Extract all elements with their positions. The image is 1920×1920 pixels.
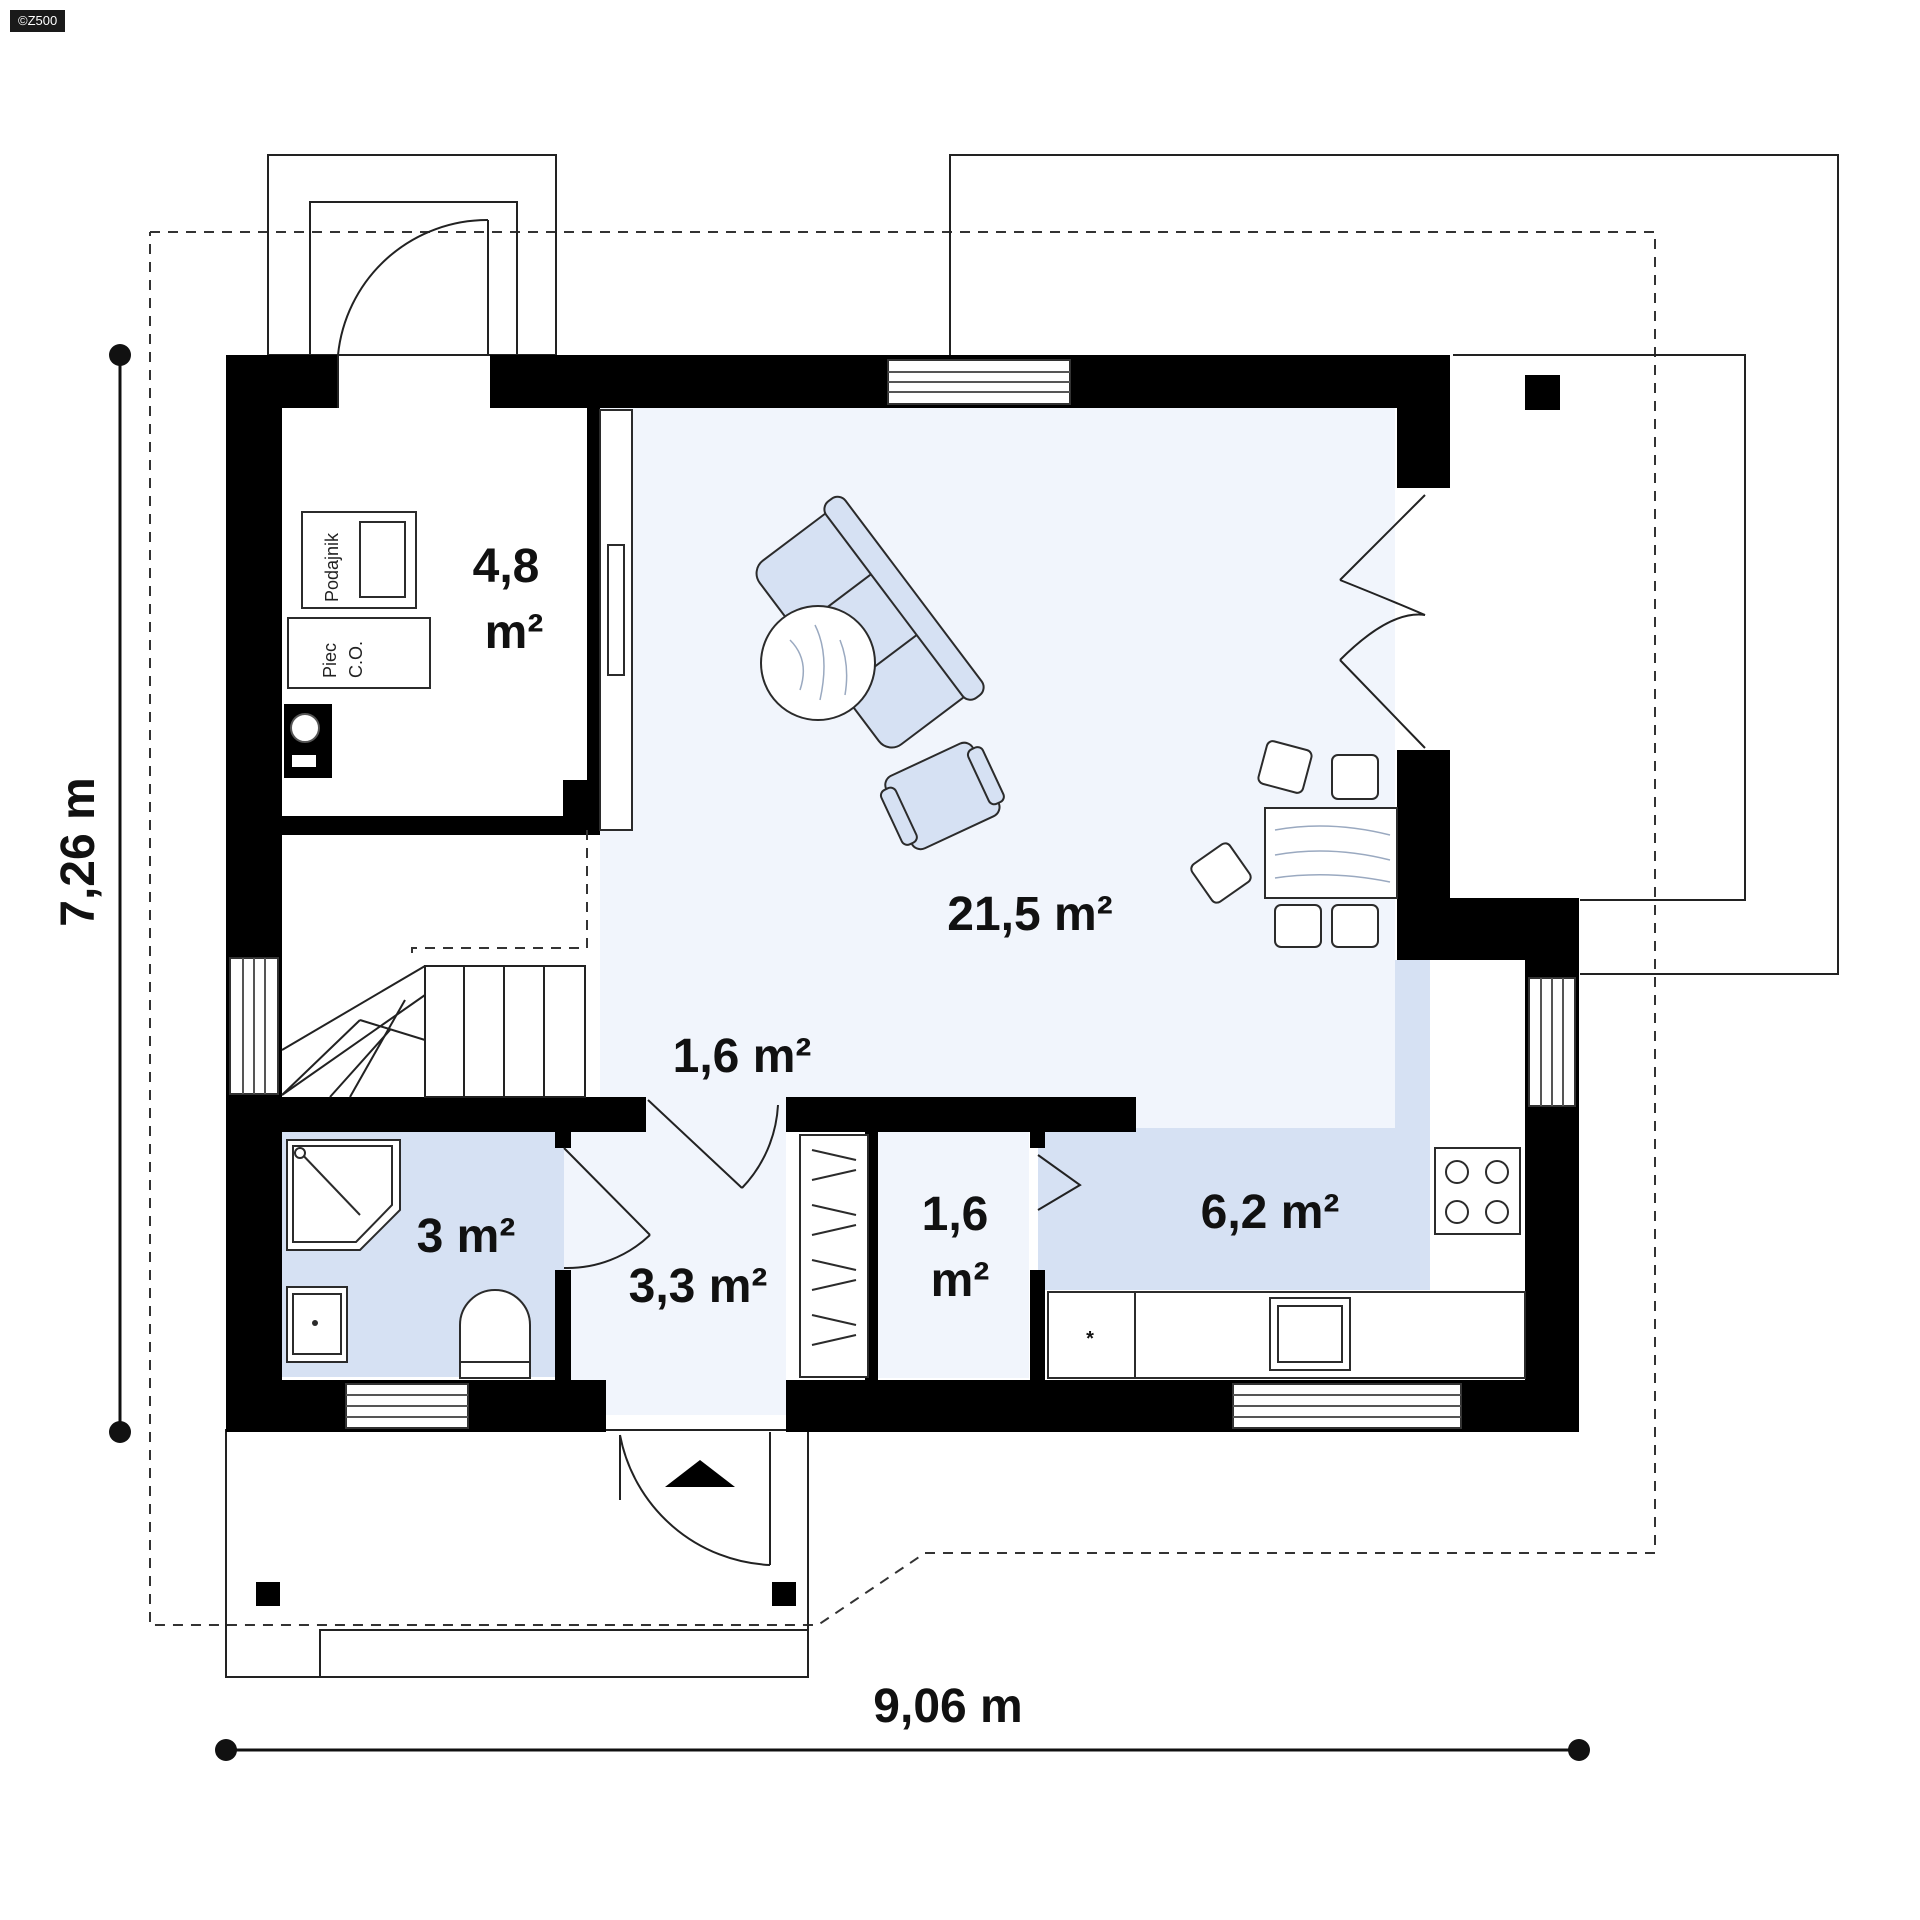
terrace-inner-outline — [1453, 354, 1746, 901]
bathroom-area: 3 m² — [417, 1210, 516, 1263]
bathroom-fixtures — [286, 1139, 531, 1379]
entrance-steps — [319, 1629, 809, 1678]
hall-area: 1,6 m² — [673, 1030, 812, 1083]
living-room-area: 21,5 m² — [947, 888, 1112, 941]
dimension-width: 9,06 m — [215, 1680, 1590, 1761]
doors — [337, 218, 1426, 1566]
boiler-equipment: Podajnik Piec C.O. — [284, 511, 587, 816]
watermark: ©Z500 — [10, 10, 66, 32]
terrace-outline — [949, 154, 1839, 975]
dining-set — [1190, 740, 1398, 948]
pantry-wardrobe — [799, 1134, 869, 1378]
vestibule-area: 3,3 m² — [629, 1260, 768, 1313]
boiler-room-area-unit: m² — [485, 606, 544, 659]
kitchen-fixtures: * — [1047, 1147, 1526, 1379]
boiler-room-area-number: 4,8 — [473, 540, 540, 593]
windows — [229, 359, 1576, 1429]
pantry-area-unit: m² — [931, 1254, 990, 1307]
staircase — [281, 830, 588, 1098]
entrance-porch — [225, 1429, 809, 1678]
fridge-mark: * — [1086, 1328, 1094, 1350]
terrace-column — [1525, 375, 1560, 410]
coffee-table — [760, 605, 876, 721]
roof-outline — [149, 231, 1656, 1626]
feeder-label: Podajnik — [322, 532, 342, 602]
boiler-room-porch-inner — [309, 201, 518, 356]
armchair — [879, 741, 1005, 851]
boiler-label-1: Piec — [320, 643, 340, 678]
boiler-room-porch — [267, 154, 557, 356]
porch-column-left — [256, 1582, 280, 1606]
dimension-height: 7,26 m — [52, 344, 131, 1443]
boiler-label-2: C.O. — [346, 641, 366, 678]
pantry-area-number: 1,6 — [922, 1188, 989, 1241]
width-dimension-label: 9,06 m — [873, 1680, 1022, 1733]
kitchen-area: 6,2 m² — [1201, 1186, 1340, 1239]
entrance-arrow-icon — [665, 1460, 735, 1487]
tv-unit — [607, 544, 625, 676]
height-dimension-label: 7,26 m — [52, 777, 105, 926]
porch-column-right — [772, 1582, 796, 1606]
